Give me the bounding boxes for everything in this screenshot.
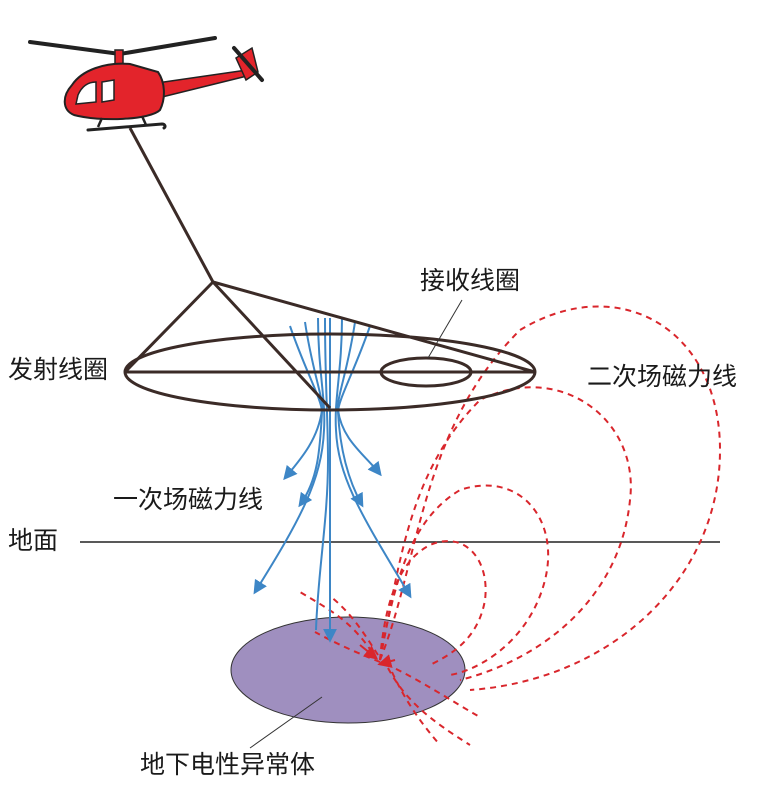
transmit-coil-label: 发射线圈 [8, 355, 109, 384]
anomaly-ellipse [230, 616, 466, 724]
ground-label: 地面 [8, 526, 59, 555]
secondary-field-arrows [359, 644, 396, 668]
helicopter-icon [28, 36, 264, 132]
secondary-field-lines [299, 305, 722, 746]
secondary-field-label: 二次场磁力线 [587, 362, 738, 391]
anomaly-leader-line [249, 696, 323, 749]
receive-coil-label: 接收线圈 [420, 266, 521, 295]
anomaly-label: 地下电性异常体 [140, 750, 316, 779]
primary-field-label: 一次场磁力线 [113, 485, 264, 514]
receive-coil-leader-line [427, 299, 463, 359]
suspension-frame [123, 127, 536, 410]
receive-coil [379, 356, 473, 388]
